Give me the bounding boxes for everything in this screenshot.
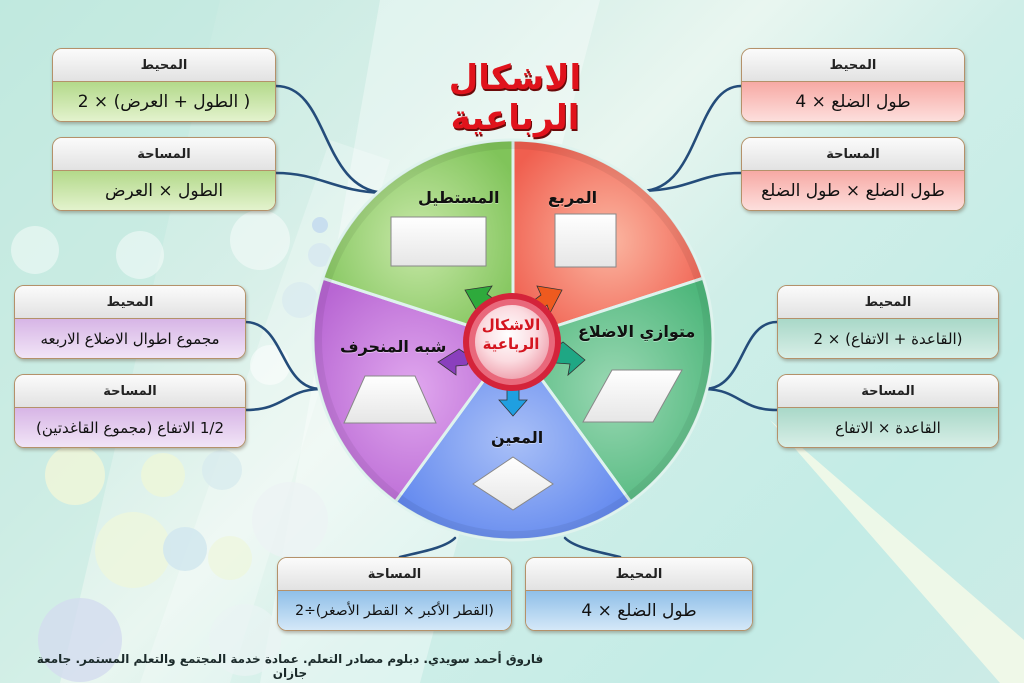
card-header: المساحة [15, 375, 245, 409]
arrow-rhombus-icon [498, 389, 528, 417]
hub-center [475, 305, 549, 379]
connector-trapezoid-area [243, 387, 322, 412]
hub-label: الاشكال الرباعية [466, 316, 556, 354]
square-shape-icon [554, 213, 617, 268]
card-header: المحيط [778, 286, 998, 320]
card-formula: (القاعدة + الاتفاع) × 2 [778, 319, 998, 358]
connector-rhombus-perimeter [563, 536, 622, 559]
card-header: المحيط [15, 286, 245, 320]
credits-footer: فاروق أحمد سويدي. دبلوم مصادر التعلم. عم… [36, 652, 544, 680]
connector-parallelogram-perimeter [703, 320, 779, 391]
trapezoid-perimeter-card: المحيط مجموع اطوال الاضلاع الاربعه [14, 285, 246, 359]
slice-label-rectangle: المستطيل [418, 188, 500, 207]
card-formula: طول الضلع × طول الضلع [742, 171, 964, 210]
slice-label-rhombus: المعين [491, 428, 544, 447]
card-header: المحيط [526, 558, 752, 592]
card-formula: طول الضلع × 4 [526, 591, 752, 630]
connector-rhombus-area [398, 536, 457, 559]
slice-label-parallelogram: متوازي الاضلاع [578, 322, 696, 341]
slice-label-square: المربع [548, 188, 598, 207]
connector-rectangle-area [274, 171, 387, 195]
rhombus-area-card: المساحة (القطر الأكبر × القطر الأصغر)÷2 [277, 557, 512, 631]
slice-label-trapezoid: شبه المنحرف [340, 337, 447, 356]
card-header: المحيط [742, 49, 964, 83]
trapezoid-shape-icon [343, 375, 437, 424]
card-header: المساحة [778, 375, 998, 409]
trapezoid-area-card: المساحة 1/2 الاتفاع (مجموع القاغدتين) [14, 374, 246, 448]
card-formula: الطول × العرض [53, 171, 275, 210]
card-formula: مجموع اطوال الاضلاع الاربعه [15, 319, 245, 358]
connector-square-area [640, 171, 743, 193]
square-area-card: المساحة طول الضلع × طول الضلع [741, 137, 965, 211]
card-header: المساحة [53, 138, 275, 172]
connector-trapezoid-perimeter [243, 320, 322, 391]
square-perimeter-card: المحيط طول الضلع × 4 [741, 48, 965, 122]
hub-label-line2: الرباعية [482, 335, 540, 353]
parallelogram-shape-icon [582, 369, 683, 423]
connector-rectangle-perimeter [274, 84, 387, 195]
card-formula: القاعدة × الاتفاع [778, 408, 998, 447]
parallelogram-perimeter-card: المحيط (القاعدة + الاتفاع) × 2 [777, 285, 999, 359]
rectangle-area-card: المساحة الطول × العرض [52, 137, 276, 211]
slice-rhombus [393, 337, 633, 542]
connector-parallelogram-area [703, 387, 779, 412]
card-formula: (القطر الأكبر × القطر الأصغر)÷2 [278, 591, 511, 630]
connector-square-perimeter [640, 84, 743, 193]
rectangle-shape-icon [390, 216, 487, 267]
page-title: الاشكال الرباعية [448, 58, 582, 138]
card-formula: 1/2 الاتفاع (مجموع القاغدتين) [15, 408, 245, 447]
card-header: المحيط [53, 49, 275, 83]
card-formula: ( الطول + العرض) × 2 [53, 82, 275, 121]
card-formula: طول الضلع × 4 [742, 82, 964, 121]
rhombus-shape-icon [472, 456, 554, 511]
hub-label-line1: الاشكال [481, 316, 541, 334]
rectangle-perimeter-card: المحيط ( الطول + العرض) × 2 [52, 48, 276, 122]
card-header: المساحة [742, 138, 964, 172]
parallelogram-area-card: المساحة القاعدة × الاتفاع [777, 374, 999, 448]
rhombus-perimeter-card: المحيط طول الضلع × 4 [525, 557, 753, 631]
card-header: المساحة [278, 558, 511, 592]
